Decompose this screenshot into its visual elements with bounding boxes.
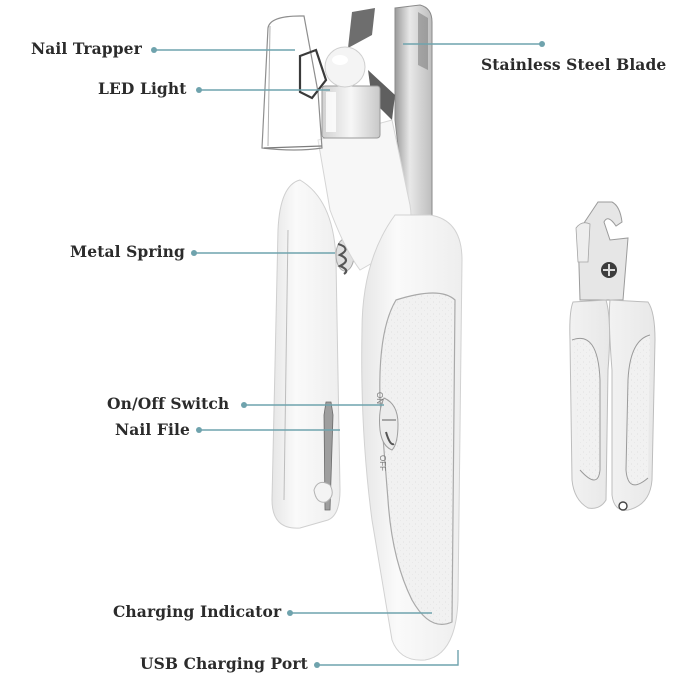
label-nail-trapper: Nail Trapper <box>31 39 142 58</box>
main-clipper <box>261 4 463 661</box>
label-usb-charging-port: USB Charging Port <box>140 654 308 673</box>
label-stainless-steel-blade: Stainless Steel Blade <box>481 55 667 74</box>
label-metal-spring: Metal Spring <box>70 242 185 261</box>
label-nail-file: Nail File <box>115 420 190 439</box>
label-led-light: LED Light <box>98 79 187 98</box>
callout-dots <box>151 41 545 668</box>
nail-trapper-guard <box>261 15 328 151</box>
small-clipper <box>569 201 656 511</box>
callout-lines <box>154 43 542 666</box>
power-switch <box>379 397 399 451</box>
label-on-off-switch: On/Off Switch <box>107 394 230 413</box>
switch-off-marking: OFF <box>378 455 387 471</box>
switch-on-marking: ON <box>375 392 384 404</box>
label-charging-indicator: Charging Indicator <box>113 602 282 621</box>
